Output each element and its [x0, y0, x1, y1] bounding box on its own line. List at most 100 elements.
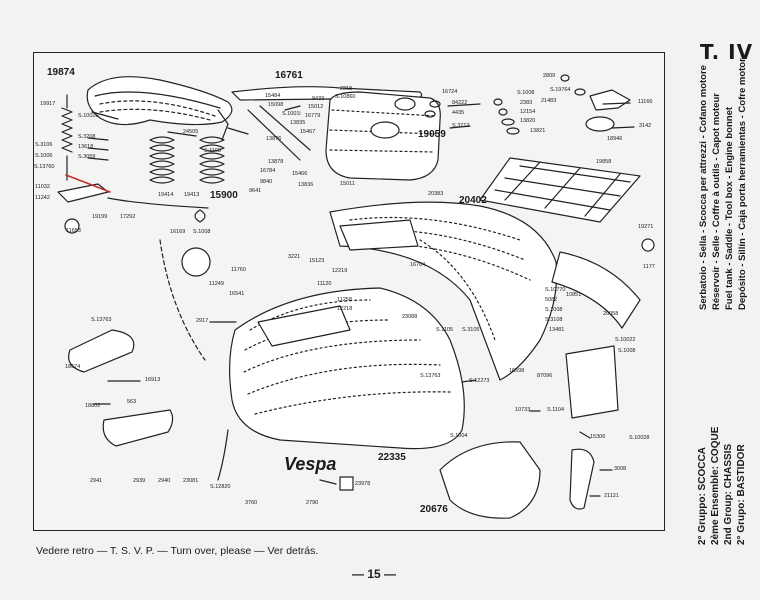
part-number-label: S.3108 [545, 317, 562, 323]
part-number-label: 15484 [265, 93, 280, 99]
caption-spanish: Depósito - Sillín - Caja porta herramien… [737, 58, 748, 310]
rear-fender-part [439, 441, 541, 519]
red-rod [65, 174, 111, 193]
part-number-label: 16761 [275, 70, 303, 81]
part-number-label: 10851 [566, 292, 581, 298]
part-number-label: 12219 [332, 268, 347, 274]
round-plate [181, 247, 211, 277]
part-number-label: 12218 [337, 306, 352, 312]
part-number-label: 16913 [145, 377, 160, 383]
part-number-label: S.13763 [420, 373, 441, 379]
part-number-label: 21483 [541, 98, 556, 104]
part-number-label: 9433 [312, 96, 324, 102]
group-french: 2ème Ensemble: COQUE [710, 426, 721, 545]
part-number-label: 15466 [292, 171, 307, 177]
part-number-label: 19874 [47, 67, 75, 78]
part-number-label: 20402 [459, 195, 487, 206]
part-number-label: 2940 [158, 478, 170, 484]
footer-note: Vedere retro — T. S. V. P. — Turn over, … [36, 545, 319, 557]
part-number-label: 12154 [520, 109, 535, 115]
part-number-label: S.13760 [34, 164, 55, 170]
part-number-label: 18674 [65, 364, 80, 370]
group-spanish: 2° Grupo: BASTIDOR [736, 444, 747, 545]
part-number-label: S.10770 [545, 287, 566, 293]
part-number-label: 16704 [410, 262, 425, 268]
part-number-label: 11249 [209, 281, 224, 287]
part-number-label: 11120 [317, 281, 331, 287]
part-number-label: 13876 [266, 136, 281, 142]
page-number: — 15 — [352, 567, 397, 581]
part-number-label: 18946 [607, 136, 622, 142]
horn-casting [102, 409, 174, 447]
caption-italian: Serbatoio - Sella - Scocca per attrezzi … [698, 65, 709, 310]
part-number-label: S.3059 [78, 154, 95, 160]
part-number-label: 2318 [340, 86, 352, 92]
part-number-label: 19059 [418, 129, 446, 140]
fittings [424, 74, 586, 135]
part-number-label: 23081 [183, 478, 198, 484]
number-plate-holder [565, 345, 619, 419]
part-number-label: 3008 [614, 466, 626, 472]
part-number-label: S.3105 [462, 327, 479, 333]
part-number-label: 11166 [638, 99, 652, 105]
part-number-label: 1177 [643, 264, 655, 270]
group-italian: 2° Gruppo: SCOCCA [697, 447, 708, 545]
part-number-label: S.1004 [450, 433, 467, 439]
part-number-label: 11032 [35, 184, 50, 190]
part-number-label: S.13763 [91, 317, 112, 323]
part-number-label: 563 [127, 399, 136, 405]
part-number-label: S.1008 [193, 229, 210, 235]
part-number-label: 84222 [452, 100, 467, 106]
toolbox-lid [68, 329, 135, 373]
part-number-label: 13618 [78, 144, 93, 150]
side-cowl-22335 [229, 287, 465, 450]
part-number-label: 19858 [596, 159, 611, 165]
part-number-label: 20058 [603, 311, 618, 317]
part-number-label: 20676 [420, 504, 448, 515]
part-number-label: 15306 [590, 434, 605, 440]
bracket-21121 [569, 448, 595, 510]
part-number-label: 15467 [300, 129, 315, 135]
part-number-label: 2383 [520, 100, 532, 106]
hinge-part [589, 89, 631, 111]
part-number-label: S.3106 [35, 142, 52, 148]
part-number-label: 16541 [229, 291, 244, 297]
part-number-label: 4435 [452, 110, 464, 116]
part-number-label: 11258 [337, 297, 352, 303]
part-number-label: S.10022 [615, 337, 636, 343]
part-number-label: 16724 [442, 89, 457, 95]
part-number-label: S.1001l [282, 111, 301, 117]
caption-french: Réservoir - Selle - Coffre à outils - Ca… [711, 93, 722, 310]
part-number-label: 87096 [537, 373, 552, 379]
part-number-label: 15900 [210, 190, 238, 201]
side-strip [551, 251, 641, 329]
part-number-label: S.1108 [204, 148, 221, 154]
part-number-label: 15123 [309, 258, 324, 264]
group-english: 2nd Group: CHASSIS [723, 443, 734, 545]
saddle-bracket [57, 183, 109, 203]
part-number-label: S.1006 [35, 153, 52, 159]
part-number-label: 21121 [604, 493, 619, 499]
part-number-label: 13878 [268, 159, 283, 165]
part-number-label: 13835 [290, 120, 305, 126]
frame-shell [329, 201, 558, 381]
part-number-label: 9641 [249, 188, 261, 194]
part-number-label: 15011 [340, 181, 355, 187]
part-number-label: 15012 [308, 104, 323, 110]
part-number-label: S.12273 [469, 378, 490, 384]
part-number-label: 2917 [196, 318, 208, 324]
part-number-label: 13820 [520, 118, 535, 124]
part-number-label: 2941 [90, 478, 102, 484]
part-number-label: 22335 [378, 452, 406, 463]
saddle-spring-left [61, 94, 73, 181]
part-number-label: 23088 [402, 314, 417, 320]
part-number-label: S.19764 [550, 87, 571, 93]
part-number-label: 20383 [428, 191, 443, 197]
part-number-label: 17292 [120, 214, 135, 220]
saddle-part [86, 76, 233, 126]
part-number-label: 13836 [298, 182, 313, 188]
part-number-label: 11760 [231, 267, 246, 273]
part-number-label: 13481 [549, 327, 564, 333]
part-number-label: 10733 [515, 407, 530, 413]
